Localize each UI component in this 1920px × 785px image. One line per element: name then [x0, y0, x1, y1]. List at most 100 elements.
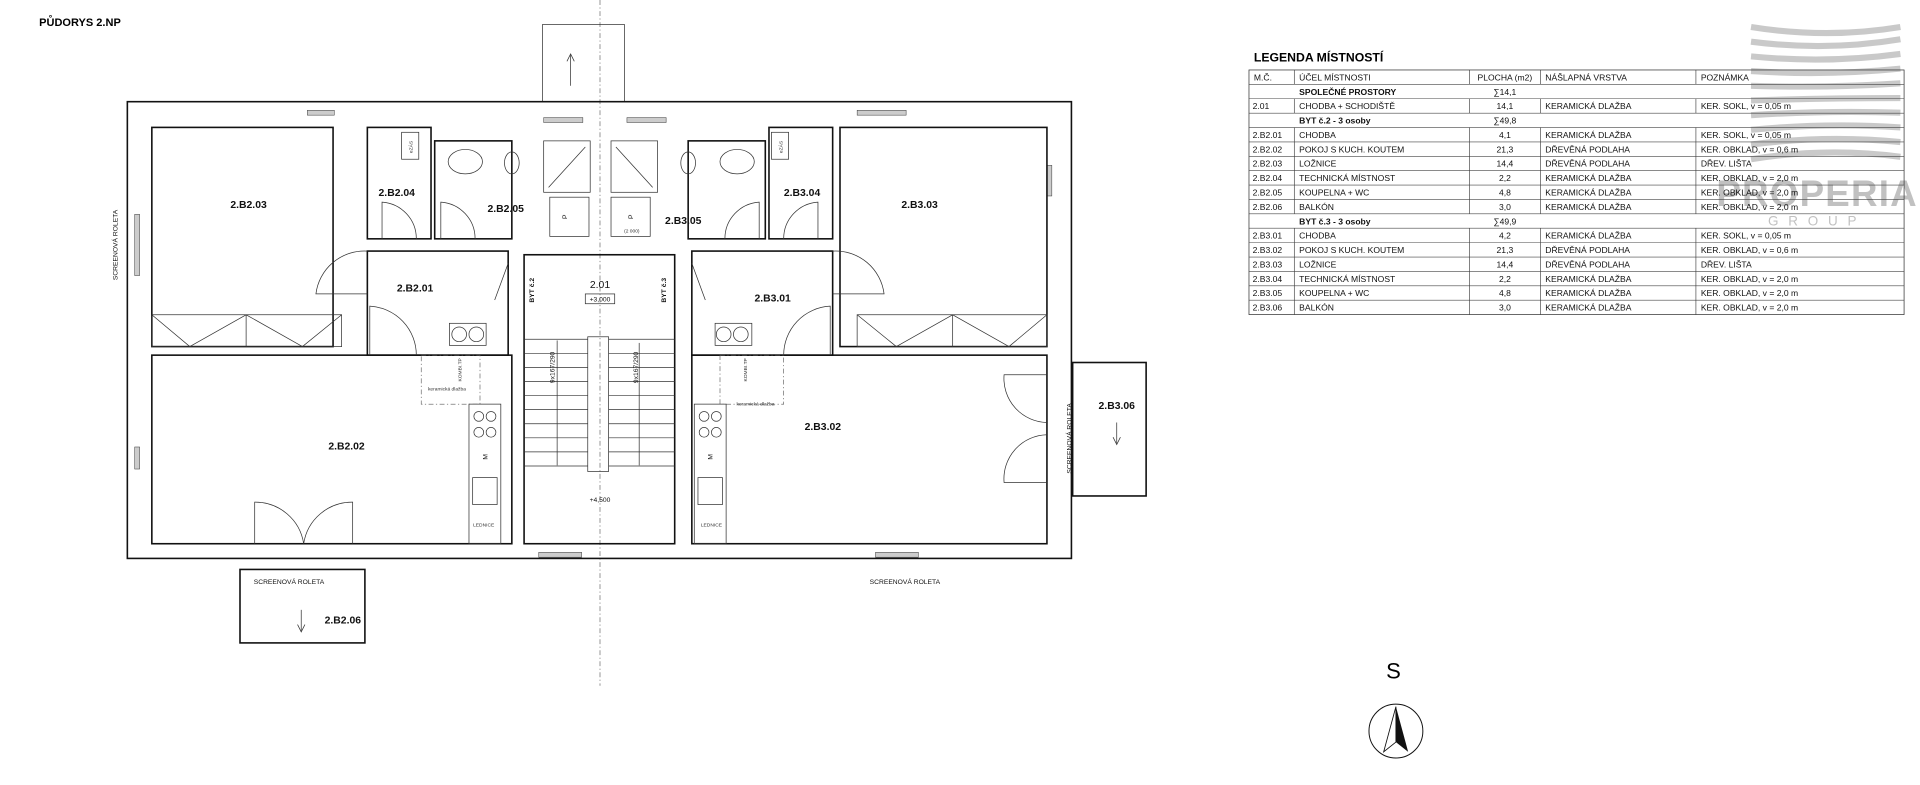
shower-icon — [543, 140, 591, 193]
legend-room-note: KER. OBKLAD, v = 2,0 m — [1701, 173, 1798, 183]
stair-spec: 9x167/290 — [633, 351, 640, 383]
legend-room-name: POKOJ S KUCH. KOUTEM — [1299, 144, 1404, 154]
tiled-area — [420, 354, 481, 405]
window — [875, 552, 919, 558]
room-label: 2.B3.03 — [901, 200, 938, 211]
legend-room-floor: KERAMICKÁ DLAŽBA — [1545, 173, 1631, 183]
floor-plan — [126, 24, 1147, 644]
room-label: 2.B3.04 — [784, 188, 821, 199]
sink-icon — [697, 477, 723, 505]
legend-room-name: KOUPELNA + WC — [1299, 187, 1369, 197]
legend-header-cell: NÁŠLAPNÁ VRSTVA — [1545, 72, 1627, 82]
legend-room-floor: KERAMICKÁ DLAŽBA — [1545, 274, 1631, 284]
staircase — [524, 338, 675, 467]
legend-room-floor: KERAMICKÁ DLAŽBA — [1545, 288, 1631, 298]
appliance-label: P — [562, 214, 569, 219]
legend-room-area: 2,2 — [1499, 274, 1511, 284]
balcony-2b306 — [1071, 361, 1147, 497]
legend-room-note: KER. OBKLAD, v = 2,0 m — [1701, 288, 1798, 298]
room-201-staircase — [523, 253, 676, 545]
legend-room-id: 2.B3.04 — [1253, 274, 1283, 284]
legend-room-note: KER. SOKL, v = 0,05 m — [1701, 130, 1791, 140]
legend-room-id: 2.B3.02 — [1253, 245, 1283, 255]
legend-group-name: BYT č.2 - 3 osoby — [1299, 116, 1371, 126]
electric-panel-label: eZÁS — [408, 140, 415, 153]
legend-room-name: LOŽNICE — [1299, 159, 1336, 169]
hob-icon — [473, 411, 485, 422]
legend-room-note: DŘEV. LIŠTA — [1701, 159, 1752, 169]
legend-room-id: 2.B2.02 — [1253, 144, 1283, 154]
room-label: 2.B2.02 — [328, 441, 365, 452]
toilet-icon — [504, 151, 520, 175]
legend-room-note: DŘEV. LIŠTA — [1701, 259, 1752, 269]
legend-room-name: CHODBA — [1299, 231, 1336, 241]
boiler — [449, 322, 487, 346]
screen-roller-label: SCREENOVÁ ROLETA — [870, 577, 941, 586]
stair-landing-wall — [587, 336, 609, 472]
door — [315, 250, 368, 295]
legend-room-floor: KERAMICKÁ DLAŽBA — [1545, 202, 1631, 212]
washing-machine — [549, 196, 590, 237]
room-2b305 — [687, 140, 767, 240]
fridge-label: LEDNICE — [473, 523, 495, 529]
washbasin-icon — [719, 149, 755, 175]
legend-room-floor: DŘEVĚNÁ PODLAHA — [1545, 144, 1630, 154]
legend-room-note: KER. OBKLAD, v = 2,0 m — [1701, 202, 1798, 212]
window — [543, 117, 584, 123]
room-label: 2.B2.01 — [397, 283, 434, 294]
door — [783, 201, 819, 239]
legend-room-id: 2.B3.01 — [1253, 231, 1283, 241]
north-label: S — [1386, 658, 1401, 683]
legend-header-cell: M.Č. — [1254, 72, 1272, 82]
legend-room-area: 4,8 — [1499, 288, 1511, 298]
room-2b205 — [433, 140, 513, 240]
kitchen-counter — [468, 403, 502, 545]
door — [724, 201, 760, 239]
legend-room-name: CHODBA + SCHODIŠTĚ — [1299, 101, 1395, 111]
room-label: 2.B3.02 — [805, 422, 842, 433]
window — [307, 110, 335, 116]
window — [626, 117, 667, 123]
microwave-label: M — [482, 454, 489, 460]
apartment-label: BYT č.2 — [529, 278, 536, 303]
legend-room-name: BALKÓN — [1299, 303, 1334, 313]
room-2b302 — [691, 354, 1048, 545]
legend-room-area: 2,2 — [1499, 173, 1511, 183]
level-mark: +3,000 — [590, 296, 611, 303]
room-2b201 — [366, 250, 509, 356]
legend-room-id: 2.B2.01 — [1253, 130, 1283, 140]
legend-border — [1248, 69, 1905, 315]
room-label: 2.01 — [590, 280, 610, 291]
entrance-canopy — [542, 24, 625, 103]
legend-room-name: KOUPELNA + WC — [1299, 288, 1369, 298]
room-label: 2.B2.04 — [379, 188, 416, 199]
legend-header-cell: ÚČEL MÍSTNOSTI — [1299, 72, 1371, 82]
window — [134, 446, 140, 470]
drawing-title: PŮDORYS 2.NP — [39, 15, 121, 29]
legend-room-note: KER. OBKLAD, v = 2,0 m — [1701, 274, 1798, 284]
floor-note: keramická dlažba — [428, 387, 466, 393]
legend-room-name: LOŽNICE — [1299, 259, 1336, 269]
legend-room-name: TECHNICKÁ MÍSTNOST — [1299, 274, 1396, 284]
legend-room-note: KER. OBKLAD, v = 0,6 m — [1701, 144, 1798, 154]
screen-roller-label: SCREENOVÁ ROLETA — [1064, 403, 1073, 474]
legend-header-cell: POZNÁMKA — [1701, 72, 1749, 82]
legend-title: LEGENDA MÍSTNOSTÍ — [1254, 49, 1384, 64]
room-label: 2.B2.03 — [230, 200, 267, 211]
sink-icon — [472, 477, 498, 505]
floor-note: keramická dlažba — [737, 401, 775, 407]
appliance-dimension: (2 000) — [624, 229, 640, 235]
wardrobe — [151, 314, 342, 347]
legend-room-floor: DŘEVĚNÁ PODLAHA — [1545, 259, 1630, 269]
legend-room-note: KER. OBKLAD, v = 2,0 m — [1701, 303, 1798, 313]
legend-room-floor: KERAMICKÁ DLAŽBA — [1545, 303, 1631, 313]
stair-spec: 9x167/290 — [550, 351, 557, 383]
room-2b202 — [151, 354, 513, 545]
legend-group-area: ∑49,9 — [1494, 216, 1517, 226]
legend-room-name: BALKÓN — [1299, 202, 1334, 212]
room-2b303 — [839, 126, 1048, 348]
microwave-label: M — [708, 454, 715, 460]
electric-panel — [401, 131, 420, 160]
screen-roller-label: SCREENOVÁ ROLETA — [254, 577, 325, 586]
